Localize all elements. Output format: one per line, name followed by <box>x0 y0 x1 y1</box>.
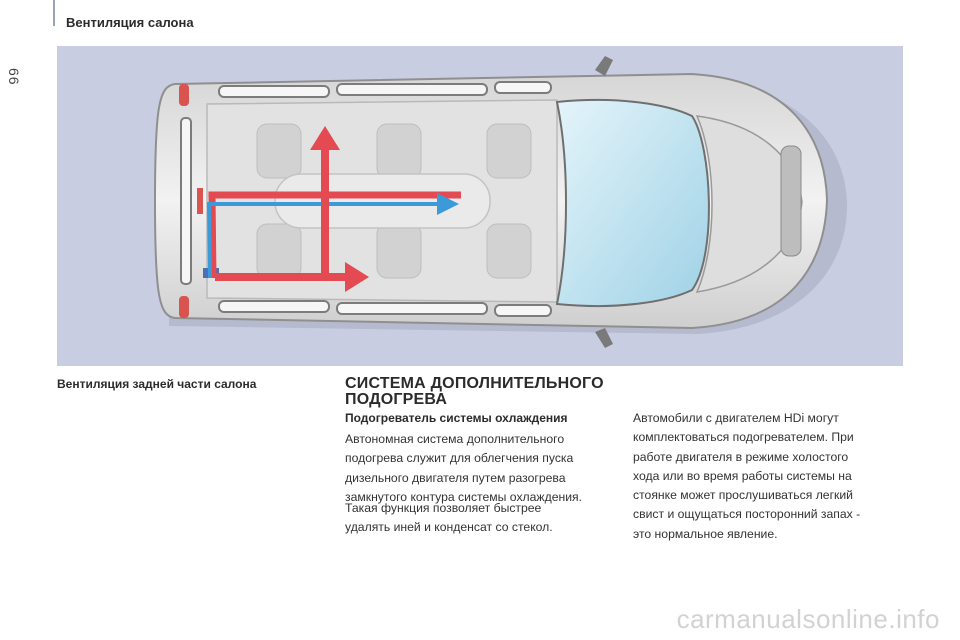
warm-air-arrowhead-up <box>310 126 340 150</box>
watermark: carmanualsonline.info <box>676 604 940 634</box>
rear-door-window <box>180 117 192 285</box>
seat-outlines <box>256 123 532 279</box>
warm-air-path-main <box>208 191 461 279</box>
rear-light-bottom <box>179 296 189 318</box>
side-windows-bottom <box>218 300 552 317</box>
body-paragraph-1: Автономная система дополнительного подог… <box>345 432 582 504</box>
subsection-title: Подогреватель системы охлаждения <box>345 411 568 425</box>
rear-vent-panel <box>197 188 203 214</box>
front-grille <box>780 145 802 257</box>
left-margin-rule <box>53 0 55 26</box>
figure-caption: Вентиляция задней части салона <box>57 377 257 391</box>
cabin-ventilation-figure <box>57 46 903 366</box>
rear-light-top <box>179 84 189 106</box>
page-header-title: Вентиляция салона <box>66 15 194 30</box>
body-paragraph-3: Автомобили с двигателем HDi могут компле… <box>633 411 861 541</box>
page-number: 66 <box>6 68 22 86</box>
warm-air-arrowhead-bottom <box>345 262 369 292</box>
mirror-top <box>595 56 613 76</box>
airflow-arrows <box>206 126 461 292</box>
windscreen <box>555 98 710 308</box>
van-bonnet <box>695 115 803 293</box>
side-windows-top <box>218 81 552 98</box>
body-paragraph-2: Такая функция позволяет быстрее удалять … <box>345 501 553 535</box>
cool-air-arrowhead <box>437 193 459 215</box>
cool-air-path <box>206 202 442 279</box>
mirror-bottom <box>595 328 613 348</box>
van-roof-window <box>274 173 491 229</box>
van-top-view-illustration <box>153 56 847 348</box>
section-title: СИСТЕМА ДОПОЛНИТЕЛЬНОГО ПОДОГРЕВА <box>345 375 604 408</box>
